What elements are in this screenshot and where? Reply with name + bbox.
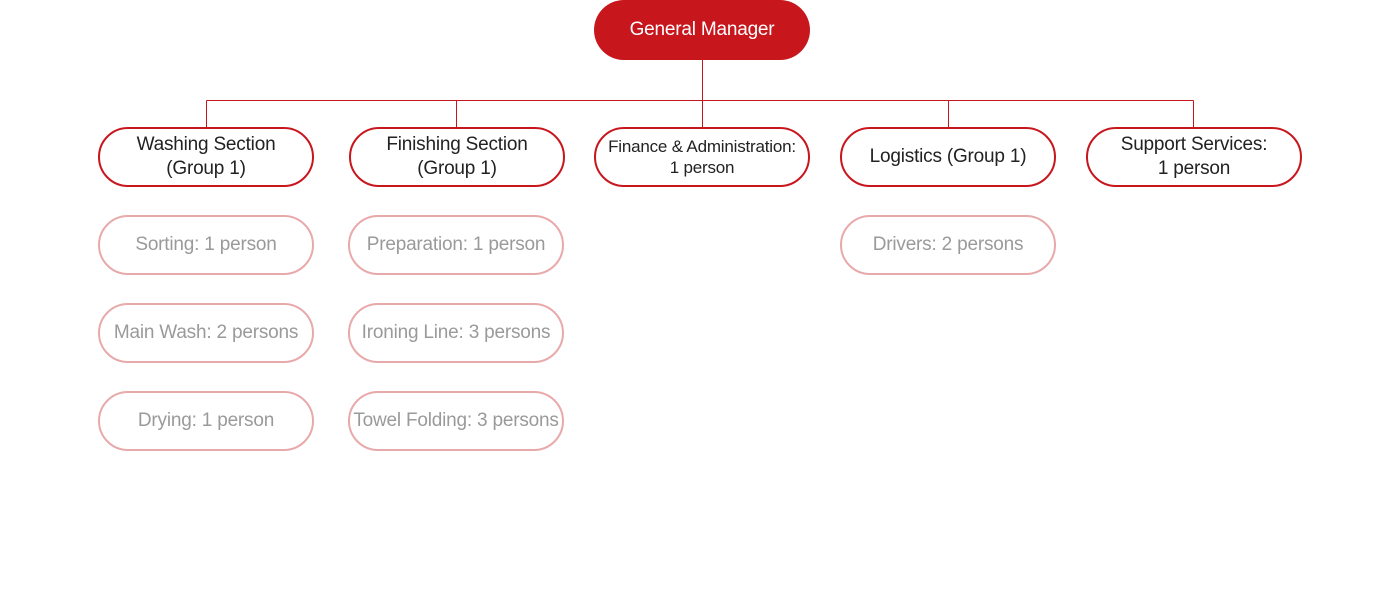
root-node-general-manager: General Manager [594,0,810,60]
section-node-finance-administration: Finance & Administration: 1 person [594,127,810,187]
section-node-support-services: Support Services: 1 person [1086,127,1302,187]
section-node-logistics: Logistics (Group 1) [840,127,1056,187]
sub-node-drying: Drying: 1 person [98,391,314,451]
sub-node-ironing-line: Ironing Line: 3 persons [348,303,564,363]
sub-node-sorting: Sorting: 1 person [98,215,314,275]
section-node-finishing: Finishing Section (Group 1) [349,127,565,187]
sub-node-drivers: Drivers: 2 persons [840,215,1056,275]
sub-node-preparation: Preparation: 1 person [348,215,564,275]
sub-node-main-wash: Main Wash: 2 persons [98,303,314,363]
section-node-washing: Washing Section (Group 1) [98,127,314,187]
sub-node-towel-folding: Towel Folding: 3 persons [348,391,564,451]
